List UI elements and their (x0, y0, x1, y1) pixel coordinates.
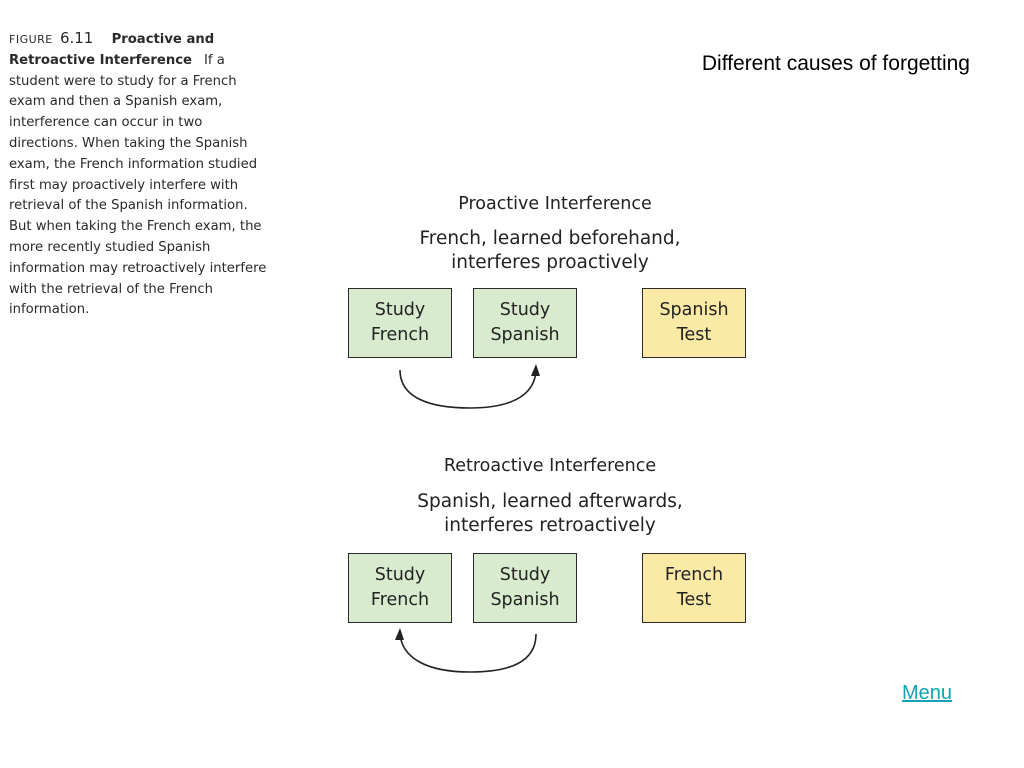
caption-title-line: Retroactive Interference If a (9, 51, 277, 72)
caption-line: more recently studied Spanish (9, 239, 211, 255)
caption-line: directions. When taking the Spanish (9, 135, 248, 151)
proactive-description-line1: French, learned beforehand, (419, 228, 681, 249)
caption-line: with the retrieval of the French (9, 281, 213, 297)
figure-title-line1: Proactive and (111, 32, 215, 47)
proactive-study-french-box: Study French (348, 288, 452, 358)
retroactive-study-french-box: Study French (348, 553, 452, 623)
proactive-title: Proactive Interference (458, 194, 652, 214)
retroactive-french-test-box: French Test (642, 553, 746, 623)
caption-line: information may retroactively interfere (9, 260, 267, 276)
proactive-spanish-test-box: Spanish Test (642, 288, 746, 358)
retroactive-description-line2: interferes retroactively (444, 515, 656, 536)
caption-text-start: If a (203, 52, 225, 68)
slide-title: Different causes of forgetting (701, 52, 970, 75)
caption-heading-line: FIGURE 6.11 Proactive and (9, 28, 277, 51)
figure-caption: FIGURE 6.11 Proactive and Retroactive In… (9, 28, 277, 321)
figure-title-line2: Retroactive Interference (9, 52, 192, 68)
caption-line: interference can occur in two (9, 115, 203, 131)
figure-label: FIGURE (9, 33, 53, 46)
caption-line: student were to study for a French (9, 73, 237, 89)
retroactive-arrow-icon (395, 628, 537, 673)
retroactive-description-line1: Spanish, learned afterwards, (417, 491, 683, 512)
caption-line: exam and then a Spanish exam, (9, 94, 223, 110)
caption-line: retrieval of the Spanish information. (9, 198, 248, 214)
proactive-study-spanish-box: Study Spanish (473, 288, 577, 358)
caption-line: first may proactively interfere with (9, 177, 239, 193)
retroactive-study-spanish-box: Study Spanish (473, 553, 577, 623)
menu-link[interactable]: Menu (902, 682, 953, 704)
retroactive-title: Retroactive Interference (443, 456, 657, 476)
caption-line: But when taking the French exam, the (9, 219, 262, 235)
figure-number: 6.11 (59, 29, 94, 47)
proactive-arrow-icon (399, 364, 540, 409)
caption-line: exam, the French information studied (9, 156, 258, 172)
proactive-description-line2: interferes proactively (451, 252, 649, 273)
caption-line: information. (9, 302, 90, 318)
